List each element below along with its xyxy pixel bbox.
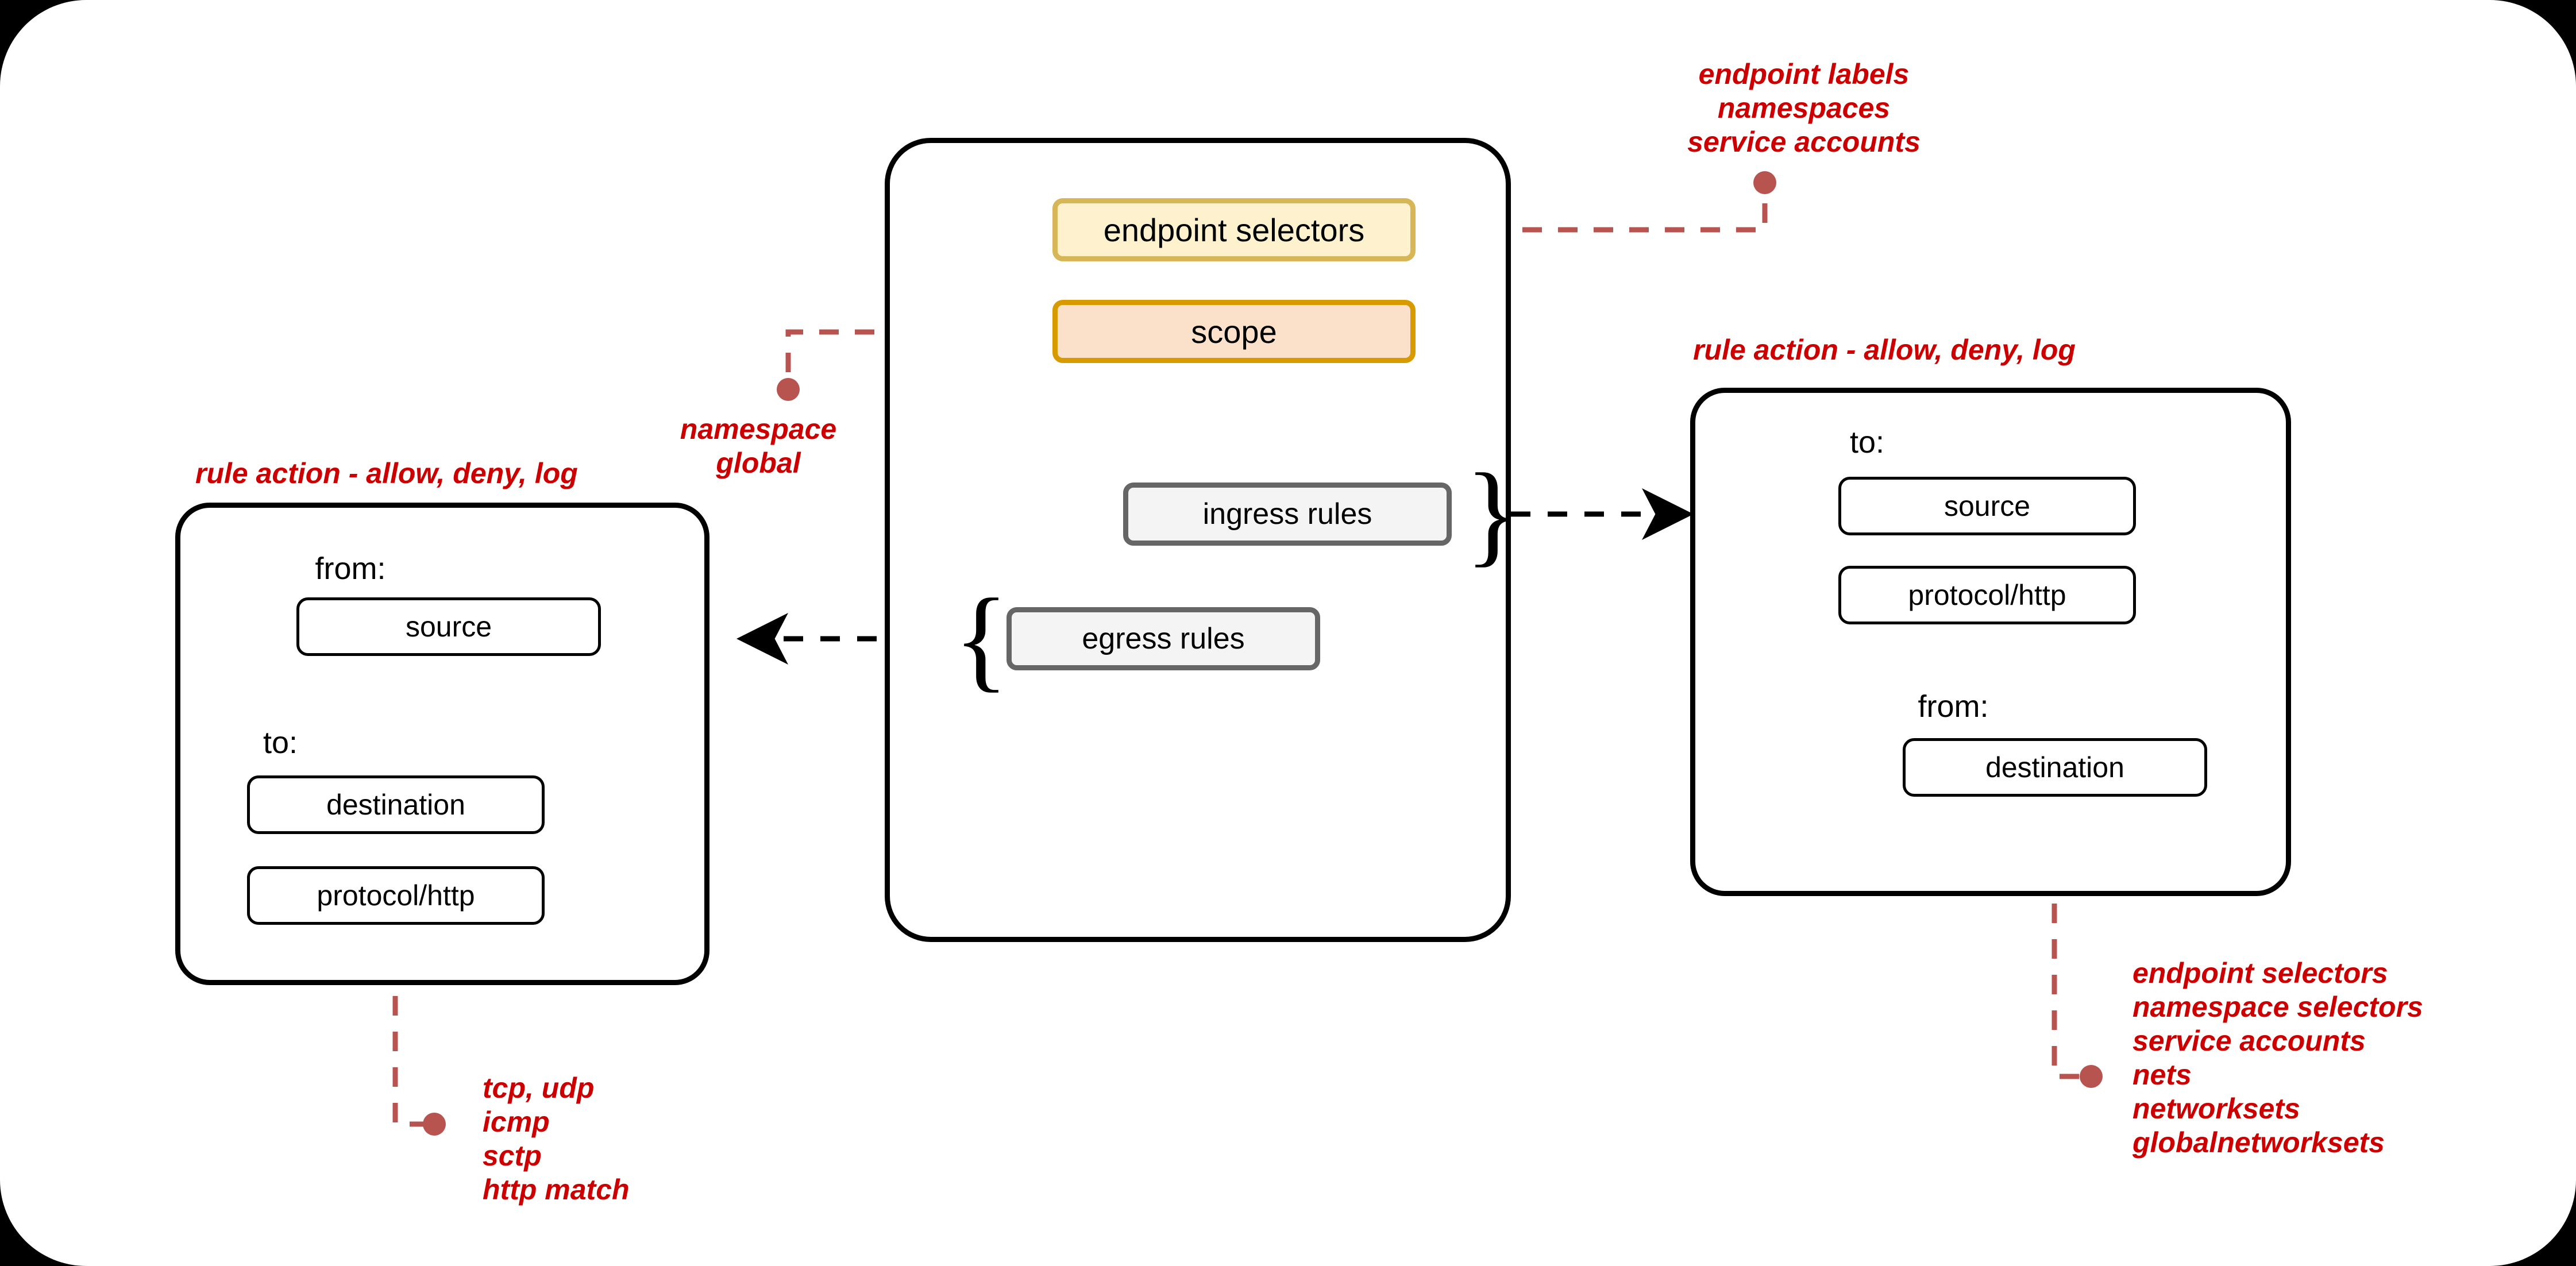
annotation-line: nets (2132, 1059, 2192, 1091)
egress-to-label: to: (263, 725, 298, 760)
annotation-line: sctp (483, 1140, 542, 1172)
annotation-line: tcp, udp (483, 1072, 595, 1104)
scope-annotation: namespace global (666, 412, 850, 480)
egress-protocol-box[interactable]: protocol/http (247, 866, 545, 925)
annotation-line: namespaces (1717, 92, 1891, 124)
annotation-line: global (716, 447, 801, 479)
endpoint-selectors-annotation: endpoint labels namespaces service accou… (1632, 57, 1976, 159)
destination-annotation: endpoint selectors namespace selectors s… (2132, 956, 2535, 1160)
scope-box[interactable]: scope (1052, 300, 1416, 363)
annotation-line: globalnetworksets (2132, 1126, 2385, 1159)
endpoint-selectors-box[interactable]: endpoint selectors (1052, 198, 1416, 261)
ingress-destination-box[interactable]: destination (1903, 738, 2207, 797)
annotation-line: service accounts (1687, 126, 1921, 158)
protocol-annotation: tcp, udp icmp sctp http match (483, 1071, 781, 1207)
ingress-source-box[interactable]: source (1838, 477, 2136, 535)
annotation-line: icmp (483, 1106, 550, 1138)
ingress-rule-action-annotation: rule action - allow, deny, log (1693, 334, 2076, 366)
annotation-line: namespace selectors (2132, 991, 2423, 1023)
ingress-rule-container (1690, 388, 2291, 896)
ingress-to-label: to: (1849, 425, 1885, 460)
egress-rules-box[interactable]: egress rules (1007, 607, 1320, 670)
annotation-line: networksets (2132, 1093, 2300, 1125)
ingress-rules-box[interactable]: ingress rules (1123, 483, 1452, 546)
ingress-brace: } (1465, 450, 1520, 577)
annotation-line: http match (483, 1174, 630, 1206)
egress-brace: { (954, 576, 1009, 703)
annotation-line: namespace (680, 413, 837, 445)
egress-source-box[interactable]: source (296, 597, 601, 656)
annotation-line: endpoint selectors (2132, 957, 2388, 989)
egress-destination-box[interactable]: destination (247, 775, 545, 834)
ingress-protocol-box[interactable]: protocol/http (1838, 566, 2136, 624)
egress-rule-action-annotation: rule action - allow, deny, log (195, 457, 578, 489)
annotation-line: endpoint labels (1698, 58, 1910, 90)
ingress-from-label: from: (1918, 689, 1989, 724)
egress-from-label: from: (315, 551, 386, 586)
annotation-line: service accounts (2132, 1025, 2366, 1057)
